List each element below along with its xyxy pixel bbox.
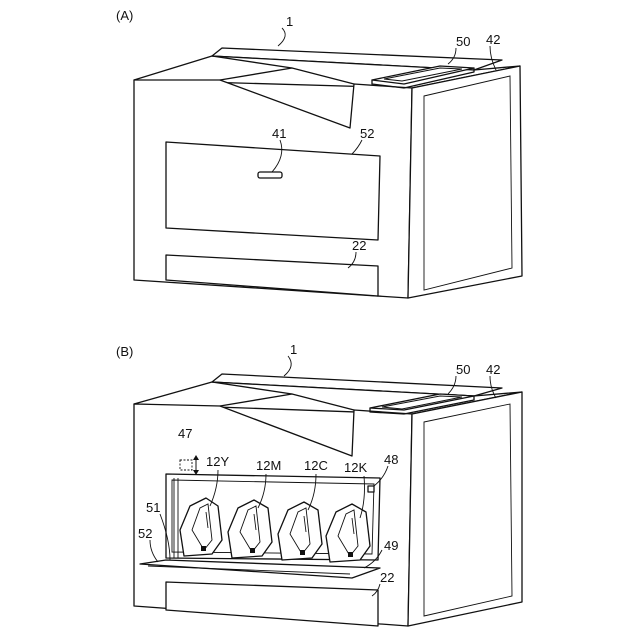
label-side-a: 42 — [486, 32, 500, 47]
paper-drawer-b[interactable] — [166, 582, 378, 626]
panel-b-label: (B) — [116, 344, 133, 359]
label-lid-b: 49 — [384, 538, 398, 553]
label-rail-b: 51 — [146, 500, 160, 515]
label-printer-b: 1 — [290, 342, 297, 357]
label-arrow-b: 47 — [178, 426, 192, 441]
label-handle-a: 41 — [272, 126, 286, 141]
label-tray-b: 50 — [456, 362, 470, 377]
label-cart-y: 12Y — [206, 454, 229, 469]
leader-42-a — [490, 46, 496, 70]
label-drawer-a: 22 — [352, 238, 366, 253]
label-cover-a: 52 — [360, 126, 374, 141]
panel-a: (A) — [116, 8, 522, 298]
cover-handle-a[interactable] — [258, 172, 282, 178]
label-side-b: 42 — [486, 362, 500, 377]
label-cart-m: 12M — [256, 458, 281, 473]
label-cart-c: 12C — [304, 458, 328, 473]
label-cart-k: 12K — [344, 460, 367, 475]
label-cover-b: 52 — [138, 526, 152, 541]
panel-a-label: (A) — [116, 8, 133, 23]
label-tray-a: 50 — [456, 34, 470, 49]
label-sensor-b: 48 — [384, 452, 398, 467]
panel-b: (B) — [116, 342, 522, 626]
leader-1-a — [278, 28, 285, 46]
label-drawer-b: 22 — [380, 570, 394, 585]
front-cover-a[interactable] — [166, 142, 380, 240]
sensor-48 — [368, 486, 374, 492]
leader-1-b — [284, 356, 291, 376]
label-printer-a: 1 — [286, 14, 293, 29]
